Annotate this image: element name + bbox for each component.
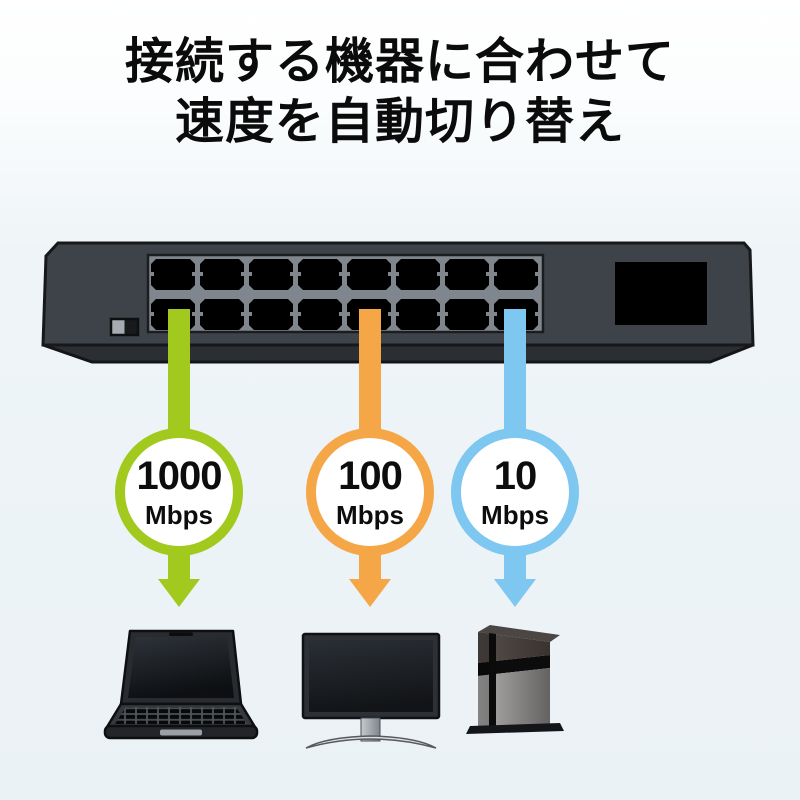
title-line-2: 速度を自動切り替え [174, 95, 625, 149]
monitor-stand-neck [360, 717, 381, 742]
rj45-port [151, 259, 195, 290]
monitor-illustration [301, 632, 441, 749]
laptop-latch [160, 729, 202, 736]
rj45-port [445, 259, 489, 290]
speed-value: 100 [338, 454, 403, 498]
network-switch-illustration [41, 241, 755, 364]
speed-unit: Mbps [145, 500, 213, 530]
rj45-port [396, 299, 440, 330]
speed-value: 1000 [136, 454, 223, 498]
rj45-port [298, 299, 342, 330]
rj45-port [347, 259, 391, 290]
laptop-keyboard [115, 707, 247, 724]
title-line-1: 接続する機器に合わせて [124, 35, 675, 89]
laptop-screen [128, 637, 234, 698]
speed-badge: 10 Mbps [451, 428, 579, 556]
down-arrow-icon [158, 579, 200, 607]
speed-unit: Mbps [481, 500, 549, 530]
console-groove [489, 633, 496, 727]
rj45-port [249, 259, 293, 290]
rj45-port [396, 259, 440, 290]
monitor-screen [309, 640, 433, 712]
rj45-port [200, 299, 244, 330]
console-left-shade [478, 632, 489, 728]
rj45-port [200, 259, 244, 290]
speed-unit: Mbps [336, 500, 404, 530]
uplink-port [615, 262, 707, 325]
page-title: 接続する機器に合わせて 速度を自動切り替え [0, 32, 800, 152]
rj45-port [298, 259, 342, 290]
game-console-illustration [466, 625, 564, 734]
console-top-face [478, 625, 560, 642]
rj45-port [445, 299, 489, 330]
rj45-port [494, 259, 538, 290]
speed-badge: 1000 Mbps [115, 428, 243, 556]
speed-badge: 100 Mbps [306, 428, 434, 556]
speed-value: 10 [493, 454, 537, 498]
down-arrow-icon [349, 579, 391, 607]
side-switch-button [109, 317, 140, 337]
rj45-port [249, 299, 293, 330]
laptop-illustration [103, 629, 259, 740]
console-stand [466, 723, 564, 734]
laptop-webcam [169, 632, 193, 636]
switch-base [42, 343, 754, 364]
down-arrow-icon [494, 579, 536, 607]
monitor-stand-base [305, 735, 437, 749]
